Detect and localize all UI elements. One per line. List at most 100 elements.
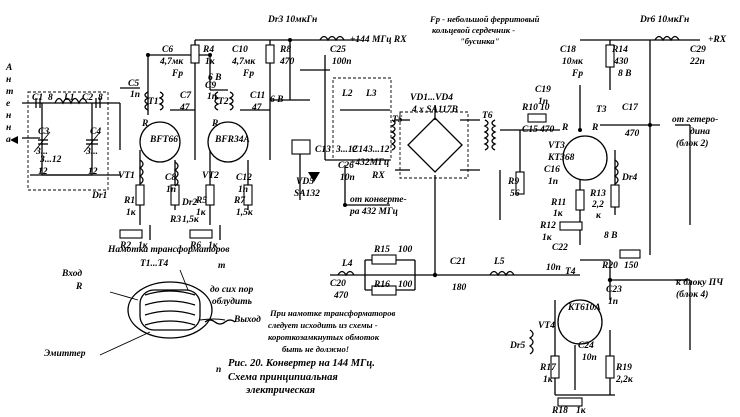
fp-note-line3: "бусинка" xyxy=(460,36,500,46)
antenna-letter: н xyxy=(6,111,11,121)
label-r13v2: к xyxy=(596,211,602,221)
label-c11: C11 xyxy=(250,91,265,101)
label-c26v: 10п xyxy=(340,173,355,183)
components xyxy=(10,35,691,407)
label-vd5t: SA132 xyxy=(294,189,320,199)
label-vd1: VD1...VD4 xyxy=(410,93,453,103)
label-c8v: 1п xyxy=(166,185,176,195)
label-m-top: m xyxy=(218,261,225,271)
label-vt4t: KT610A xyxy=(567,303,601,313)
label-l3: L3 xyxy=(365,89,377,99)
label-8v-a: 8 В xyxy=(618,69,631,79)
label-r12v: 1к xyxy=(542,233,553,243)
label-t12: 3...12 xyxy=(335,145,358,155)
label-c24v: 10п xyxy=(582,353,597,363)
label-r17v: 1к xyxy=(543,375,554,385)
label-c6: C6 xyxy=(162,45,173,55)
label-r9v: 56 xyxy=(510,189,520,199)
label-r20v: 150 xyxy=(624,261,639,271)
label-r3: R3 xyxy=(169,215,181,225)
label-r18: R18 xyxy=(551,406,568,416)
label-c7: C7 xyxy=(180,91,192,101)
label-r16: R16 xyxy=(373,280,390,290)
label-r-bias4: R xyxy=(591,123,598,133)
label-vt2-type: BFR34A xyxy=(214,135,250,145)
label-dr3: Dr3 10мкГн xyxy=(267,15,317,25)
label-input-r: Вход xyxy=(61,268,82,279)
label-c23v: 1п xyxy=(608,297,618,307)
label-r12: R12 xyxy=(539,221,556,231)
label-c1: C1 xyxy=(32,93,43,103)
label-c4: C4 xyxy=(90,127,101,137)
label-c21v: 180 xyxy=(452,283,467,293)
label-r2v: 1к xyxy=(138,241,149,251)
label-gen3: (блок 2) xyxy=(676,138,708,149)
label-dr5: Dr5 xyxy=(509,341,526,351)
winding-note-line1: При намотке трансформаторов xyxy=(269,308,396,318)
antenna-letter: н xyxy=(6,75,11,85)
label-r5v: 1к xyxy=(196,208,207,218)
figure-caption-line2: Схема принципиальная xyxy=(228,372,338,383)
label-c12: C12 xyxy=(236,173,252,183)
wires xyxy=(22,39,700,396)
label-output-w: Выход xyxy=(233,314,261,325)
label-c13: C13 xyxy=(315,145,331,155)
label-fp1: Fp xyxy=(171,69,183,79)
label-c17v: 470 xyxy=(624,129,640,139)
label-c22v: 10п xyxy=(546,263,561,273)
label-r8: R8 xyxy=(279,45,291,55)
label-c29: C29 xyxy=(690,45,706,55)
label-t12c: 3...12 xyxy=(39,155,62,165)
label-t2: T2 xyxy=(218,97,229,107)
label-c7v: 47 xyxy=(179,103,191,113)
label-r5: R5 xyxy=(195,196,207,206)
label-input-r2: R xyxy=(75,282,82,292)
label-c4v: 3... xyxy=(85,147,98,157)
label-from432-2: ра 432 МГц xyxy=(349,207,398,217)
label-r20: R20 xyxy=(601,261,618,271)
label-r-bias1: R xyxy=(141,119,148,129)
label-c12v: 1п xyxy=(238,185,248,195)
label-c5: C5 xyxy=(128,79,139,89)
label-vd1t: 4 x SA117B xyxy=(411,105,458,115)
winding-note-line4: быть не должно! xyxy=(282,344,349,354)
label-to-pch: к блоку ПЧ xyxy=(676,277,724,288)
antenna-letter: н xyxy=(6,123,11,133)
label-c4v2: 12 xyxy=(88,167,98,177)
label-t12b: 3...12 xyxy=(367,145,390,155)
label-c5v: 1п xyxy=(130,90,140,100)
label-c10v: 4,7мк xyxy=(231,57,256,67)
label-c19: C19 xyxy=(535,85,551,95)
winding-title-line2: T1...T4 xyxy=(140,259,168,269)
label-l1: L1 xyxy=(63,93,75,103)
winding-title-line1: Намотка трансформаторов xyxy=(107,244,230,255)
label-c20v: 470 xyxy=(333,291,349,301)
fp-note-line1: Fp - небольшой ферритовый xyxy=(429,14,540,24)
label-tin-1: до сих пор xyxy=(210,284,253,295)
label-c15v: 470 xyxy=(539,125,555,135)
label-r15: R15 xyxy=(373,245,390,255)
label-r13: R13 xyxy=(589,189,606,199)
label-gen2: дина xyxy=(690,126,710,137)
label-vd5: VD5 xyxy=(296,177,314,187)
label-6v-b: 6 В xyxy=(270,95,283,105)
label-vt4: VT4 xyxy=(538,321,555,331)
label-t6: T6 xyxy=(482,111,493,121)
label-r16v: 100 xyxy=(398,280,413,290)
label-r2: R2 xyxy=(119,241,131,251)
label-c20: C20 xyxy=(330,279,346,289)
label-tin-2: облудить xyxy=(212,296,253,307)
label-r14v: 430 xyxy=(613,57,629,67)
label-c17: C17 xyxy=(622,103,639,113)
label-c2: C2 xyxy=(82,93,93,103)
label-dr6: Dr6 10мкГн xyxy=(639,15,689,25)
label-r6: R6 xyxy=(189,241,201,251)
antenna-letter: А xyxy=(5,63,12,73)
label-outrx: +RX xyxy=(708,35,727,45)
label-vt1: VT1 xyxy=(118,171,135,181)
label-c10: C10 xyxy=(232,45,248,55)
label-r15v: 100 xyxy=(398,245,413,255)
label-c3v2: 12 xyxy=(38,167,48,177)
winding-note-line2: следует исходить из схемы - xyxy=(268,320,378,330)
label-c26: C26 xyxy=(338,161,354,171)
